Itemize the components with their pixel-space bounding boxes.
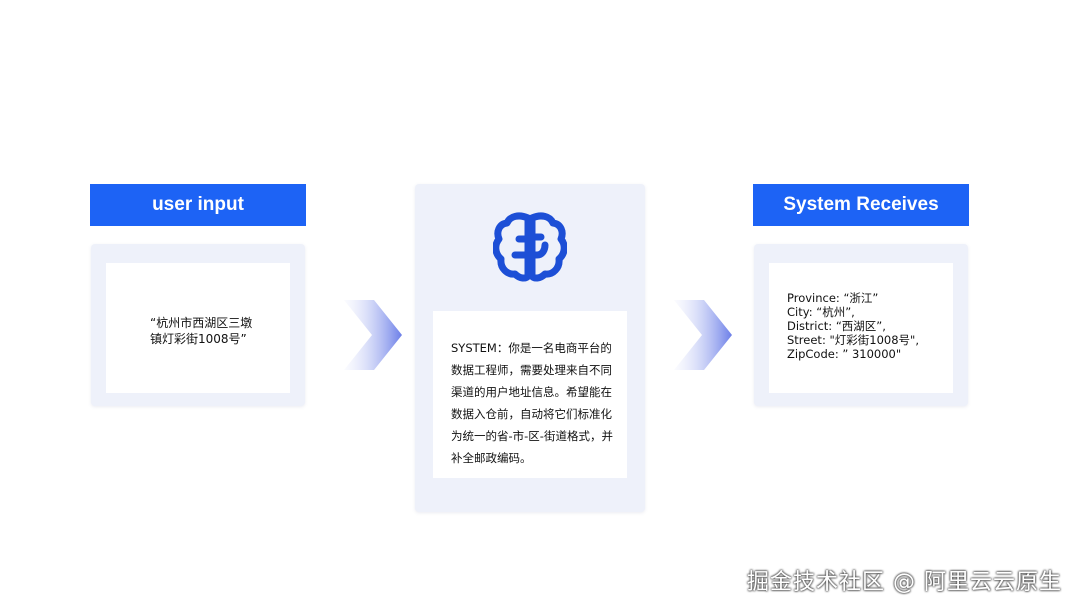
output-line: Street: "灯彩街1008号",: [787, 333, 919, 347]
prompt-line: 渠道的用户地址信息。希望能在: [451, 385, 612, 399]
watermark: 掘金技术社区 @ 阿里云云原生: [747, 570, 1062, 595]
prompt-line: 数据工程师，需要处理来自不同: [451, 363, 612, 377]
output-line: City: “杭州”,: [787, 305, 855, 319]
prompt-line: 为统一的省-市-区-街道格式，并: [451, 429, 613, 443]
prompt-line: SYSTEM：你是一名电商平台的: [451, 341, 612, 355]
system-prompt-text: SYSTEM：你是一名电商平台的 数据工程师，需要处理来自不同 渠道的用户地址信…: [451, 337, 625, 469]
system-receives-text: Province: “浙江” City: “杭州”, District: “西湖…: [787, 291, 952, 361]
user-input-card: [106, 263, 290, 393]
system-receives-header: System Receives: [753, 184, 969, 226]
flow-arrow-right-icon: [674, 300, 732, 370]
prompt-line: 补全邮政编码。: [451, 451, 532, 465]
user-input-header: user input: [90, 184, 306, 226]
brain-icon: [493, 212, 567, 282]
output-line: ZipCode: ” 310000": [787, 347, 902, 361]
flow-arrow-right-icon: [344, 300, 402, 370]
output-line: Province: “浙江”: [787, 291, 879, 305]
output-line: District: “西湖区”,: [787, 319, 886, 333]
system-prompt-card: [433, 311, 627, 478]
system-receives-card: [769, 263, 953, 393]
prompt-line: 数据入仓前，自动将它们标准化: [451, 407, 612, 421]
user-input-text: “杭州市西湖区三墩 镇灯彩街1008号”: [150, 316, 253, 346]
